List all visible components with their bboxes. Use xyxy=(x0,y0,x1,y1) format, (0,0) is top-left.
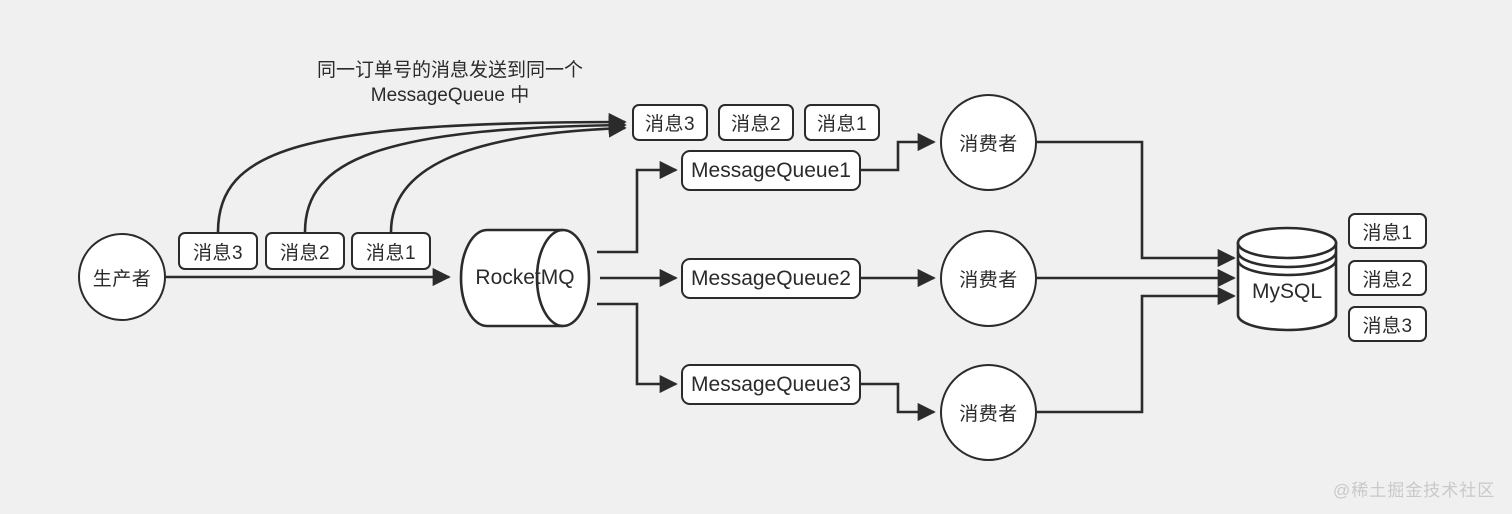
message-queue-label: MessageQueue2 xyxy=(691,266,851,290)
queued-message-box-2[interactable]: 消息2 xyxy=(718,104,794,141)
edge-queue1-to-consumer1 xyxy=(861,132,936,172)
producer-message-box-3[interactable]: 消息3 xyxy=(178,232,258,270)
producer-message-box-1[interactable]: 消息1 xyxy=(351,232,431,270)
edge-consumer3-to-mysql xyxy=(1036,286,1236,414)
message-queue-2[interactable]: MessageQueue2 xyxy=(681,258,861,299)
queued-message-label: 消息3 xyxy=(644,114,696,135)
edge-consumer1-to-mysql xyxy=(1036,140,1236,268)
annotation-text: 同一订单号的消息发送到同一个 MessageQueue 中 xyxy=(316,60,583,106)
consumer-node-3[interactable]: 消费者 xyxy=(940,364,1037,461)
message-queue-1[interactable]: MessageQueue1 xyxy=(681,150,861,191)
message-queue-label: MessageQueue1 xyxy=(691,158,851,182)
queued-message-label: 消息1 xyxy=(816,114,868,135)
stored-message-label: 消息2 xyxy=(1362,269,1413,291)
database-cylinder-shape xyxy=(1236,226,1338,332)
producer-message-label: 消息2 xyxy=(279,242,331,264)
stored-message-box-3[interactable]: 消息3 xyxy=(1348,306,1427,342)
producer-message-label: 消息3 xyxy=(192,242,244,264)
stored-message-box-1[interactable]: 消息1 xyxy=(1348,213,1427,249)
consumer-label: 消费者 xyxy=(959,134,1018,155)
edge-broker-to-queue3 xyxy=(597,302,678,394)
consumer-label: 消费者 xyxy=(959,270,1018,291)
message-queue-3[interactable]: MessageQueue3 xyxy=(681,364,861,405)
producer-message-label: 消息1 xyxy=(365,242,417,264)
consumer-node-2[interactable]: 消费者 xyxy=(940,230,1037,327)
producer-label: 生产者 xyxy=(92,268,152,290)
edge-curve-msg1 xyxy=(389,119,627,233)
broker-cylinder-shape xyxy=(459,228,591,328)
consumer-node-1[interactable]: 消费者 xyxy=(940,94,1037,191)
edge-broker-to-queue1 xyxy=(597,160,678,254)
producer-message-box-2[interactable]: 消息2 xyxy=(265,232,345,270)
watermark: @稀土掘金技术社区 xyxy=(1333,481,1496,500)
queued-message-box-3[interactable]: 消息3 xyxy=(632,104,708,141)
stored-message-label: 消息3 xyxy=(1362,315,1413,337)
edge-queue3-to-consumer3 xyxy=(861,382,936,422)
producer-node[interactable]: 生产者 xyxy=(78,233,166,321)
queued-message-label: 消息2 xyxy=(730,114,782,135)
stored-message-label: 消息1 xyxy=(1362,222,1413,244)
stored-message-box-2[interactable]: 消息2 xyxy=(1348,260,1427,296)
message-queue-label: MessageQueue3 xyxy=(691,372,851,396)
queued-message-box-1[interactable]: 消息1 xyxy=(804,104,880,141)
edge-curve-msg2 xyxy=(303,116,627,233)
consumer-label: 消费者 xyxy=(959,404,1018,425)
edge-curve-msg3 xyxy=(216,112,627,233)
